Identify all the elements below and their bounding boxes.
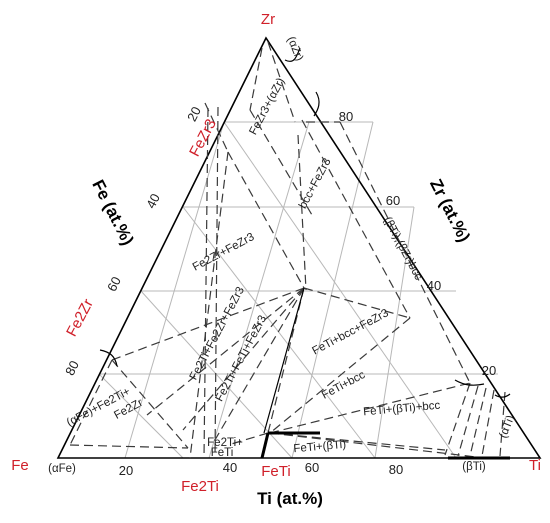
bottom-tick-40: 40 <box>223 460 237 475</box>
phase-labels: (αZr) FeZr3+(αZr) bcc+FeZr3 (βTi),(βZr)b… <box>48 35 517 475</box>
phase-fe2ti-plus: Fe2Ti+ <box>207 437 243 449</box>
compound-fe2ti-label: Fe2Ti <box>181 478 219 495</box>
bottom-tick-80: 80 <box>389 462 403 477</box>
phase-feti-small: FeTi <box>211 447 234 459</box>
right-tick-60: 60 <box>386 193 400 208</box>
left-tick-80: 80 <box>62 358 82 378</box>
right-tick-20: 20 <box>482 363 496 378</box>
axis-title-zr: Zr (at.%) <box>426 176 474 245</box>
composition-grid <box>98 121 498 459</box>
solid-boundaries <box>99 47 511 460</box>
left-tick-40: 40 <box>143 191 163 211</box>
phase-alpha-fe: (αFe) <box>48 463 76 475</box>
compound-feti-label: FeTi <box>261 463 290 480</box>
phase-fe2zr-fezr3: Fe2Zr+FeZr3 <box>191 231 257 274</box>
left-tick-60: 60 <box>104 274 124 294</box>
right-tick-labels: 80 60 40 20 <box>339 109 496 378</box>
left-tick-20: 20 <box>184 104 204 124</box>
vertex-ti-label: Ti <box>529 457 541 474</box>
phase-boundaries <box>69 41 506 459</box>
right-tick-80: 80 <box>339 109 353 124</box>
phase-alpha-ti: (αTi) <box>497 414 517 440</box>
phase-alpha-zr: (αZr) <box>285 35 306 63</box>
phase-feti-beta-bcc: FeTi+(βTi)+bcc <box>363 400 441 419</box>
compound-fe2zr-label: Fe2Zr <box>63 296 97 339</box>
phase-beta-bcc: (βTi),(βZr)bcc <box>381 215 424 282</box>
phase-bcc-fezr3: bcc+FeZr3 <box>297 156 334 210</box>
vertex-zr-label: Zr <box>261 11 275 28</box>
phase-beta-ti: (βTi) <box>462 461 486 473</box>
vertex-fe-label: Fe <box>11 457 29 474</box>
axis-title-ti: Ti (at.%) <box>257 489 323 508</box>
phase-fezr3-alpha-zr: FeZr3+(αZr) <box>247 76 287 137</box>
bottom-tick-labels: 20 40 60 80 <box>119 460 403 478</box>
left-tick-labels: 20 40 60 80 <box>62 104 204 378</box>
bottom-tick-60: 60 <box>305 460 319 475</box>
phase-feti-beta: FeTi+(βTi) <box>293 439 347 456</box>
right-tick-40: 40 <box>427 278 441 293</box>
bottom-tick-20: 20 <box>119 463 133 478</box>
axis-title-fe: Fe (at.%) <box>88 177 137 249</box>
